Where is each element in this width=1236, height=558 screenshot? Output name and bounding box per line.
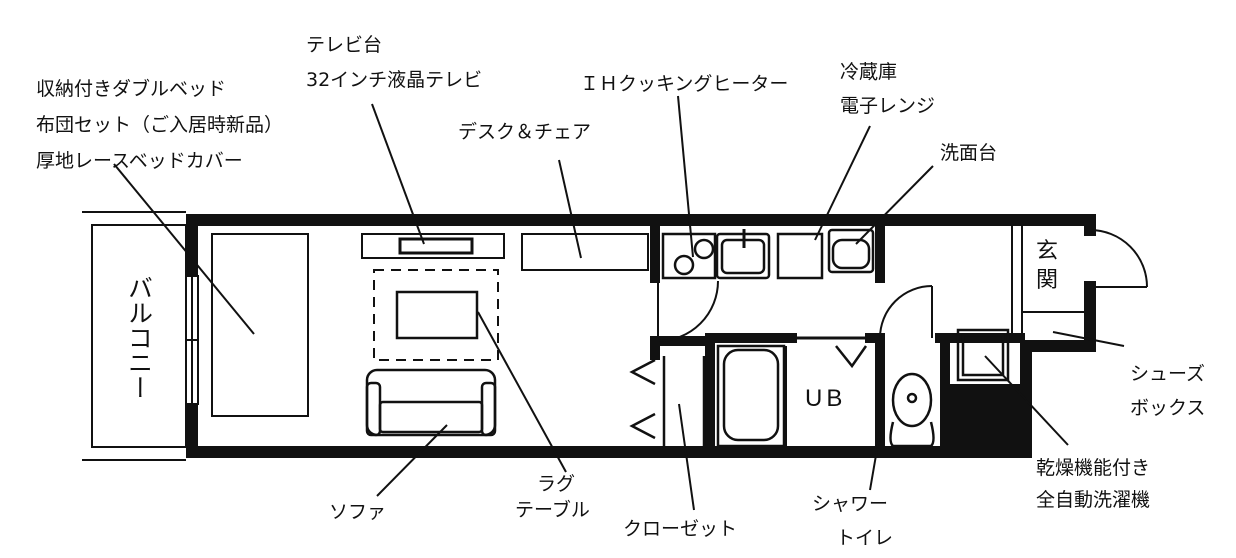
toilet bbox=[889, 372, 935, 448]
balcony-window bbox=[185, 275, 199, 405]
label-rug-2: テーブル bbox=[515, 498, 590, 521]
label-bed-3: 厚地レースベッドカバー bbox=[36, 150, 243, 172]
room-balcony: バルコニー bbox=[125, 275, 154, 400]
entrance-door bbox=[1089, 229, 1148, 288]
room-ub: UB bbox=[805, 385, 846, 412]
bathtub bbox=[716, 344, 786, 448]
tv-stand bbox=[361, 233, 505, 259]
label-tv-2: 32インチ液晶テレビ bbox=[306, 69, 482, 91]
label-washer-2: 全自動洗濯機 bbox=[1036, 489, 1150, 511]
double-bed bbox=[211, 233, 309, 417]
label-shoebox-1: シューズ bbox=[1130, 363, 1205, 385]
room-entrance-2: 関 bbox=[1036, 268, 1058, 293]
entrance-zone bbox=[1011, 226, 1084, 338]
machine-space bbox=[950, 384, 1022, 448]
desk bbox=[521, 233, 649, 271]
closet bbox=[629, 356, 706, 448]
washing-machine bbox=[956, 328, 1010, 382]
label-shower-1: シャワー bbox=[812, 493, 888, 515]
label-shower-2: トイレ bbox=[836, 527, 893, 549]
label-bed-2: 布団セット（ご入居時新品） bbox=[36, 114, 283, 136]
label-rug-1: ラグ bbox=[537, 473, 575, 495]
label-fridge-2: 電子レンジ bbox=[840, 95, 935, 117]
room-entrance-1: 玄 bbox=[1036, 239, 1058, 264]
outer-walls bbox=[186, 214, 1096, 458]
rug bbox=[373, 269, 499, 361]
label-closet: クローゼット bbox=[623, 518, 737, 540]
kitchen-counter bbox=[661, 228, 875, 280]
table bbox=[395, 290, 479, 340]
label-bed-1: 収納付きダブルベッド bbox=[36, 77, 226, 100]
label-fridge-1: 冷蔵庫 bbox=[840, 61, 897, 83]
sofa bbox=[365, 368, 497, 437]
label-shoebox-2: ボックス bbox=[1130, 397, 1205, 419]
leader-lines bbox=[113, 95, 1125, 511]
toilet-door bbox=[879, 285, 933, 339]
mirror-mark bbox=[835, 345, 868, 369]
kitchen-door bbox=[657, 280, 719, 342]
label-desk: デスク＆チェア bbox=[458, 121, 591, 143]
callouts: 収納付きダブルベッド 布団セット（ご入居時新品） 厚地レースベッドカバー テレビ… bbox=[36, 34, 1205, 549]
label-ih: ＩＨクッキングヒーター bbox=[580, 73, 788, 95]
label-washer-1: 乾燥機能付き bbox=[1036, 457, 1150, 479]
label-tv-1: テレビ台 bbox=[306, 34, 382, 56]
label-washbasin: 洗面台 bbox=[940, 142, 997, 164]
label-sofa: ソファ bbox=[329, 501, 386, 523]
